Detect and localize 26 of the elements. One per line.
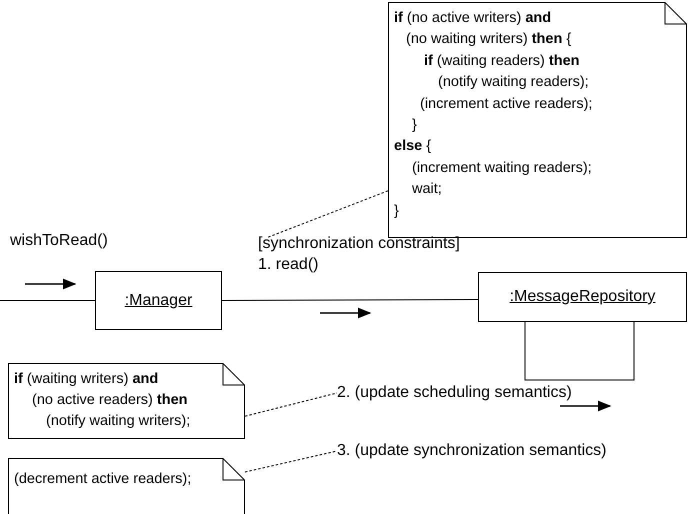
code-line: (no active readers) then bbox=[32, 392, 188, 408]
code-line: wait; bbox=[412, 181, 442, 198]
code-line: } bbox=[412, 117, 417, 133]
code-line: (increment waiting readers); bbox=[412, 160, 592, 176]
code-line: (increment active readers); bbox=[420, 96, 592, 112]
note-connector bbox=[244, 450, 338, 472]
message-text: [synchronization constraints] 1. read() bbox=[258, 233, 460, 275]
edge-label: wishToRead() bbox=[10, 232, 108, 250]
code-line: (no waiting writers) then { bbox=[406, 31, 572, 48]
code-line: else { bbox=[394, 138, 432, 154]
code-line: if (waiting writers) and bbox=[14, 371, 158, 387]
code-line: if (waiting readers) then bbox=[424, 52, 580, 69]
message-text: 3. (update synchronization semantics) bbox=[337, 441, 606, 461]
code-line: (decrement active readers); bbox=[14, 471, 192, 487]
note-connector bbox=[268, 190, 388, 238]
object-box: :Manager bbox=[95, 271, 222, 330]
code-line: (notify waiting writers); bbox=[46, 413, 190, 429]
object-box: :MessageRepository bbox=[478, 272, 687, 322]
note-connector bbox=[244, 392, 338, 417]
link-line bbox=[0, 300, 96, 301]
code-line: } bbox=[394, 202, 399, 219]
link-line bbox=[524, 322, 634, 380]
message-text: 2. (update scheduling semantics) bbox=[337, 383, 572, 403]
link-line bbox=[222, 299, 478, 301]
code-line: (notify waiting readers); bbox=[438, 74, 589, 90]
code-line: if (no active writers) and bbox=[394, 10, 552, 26]
